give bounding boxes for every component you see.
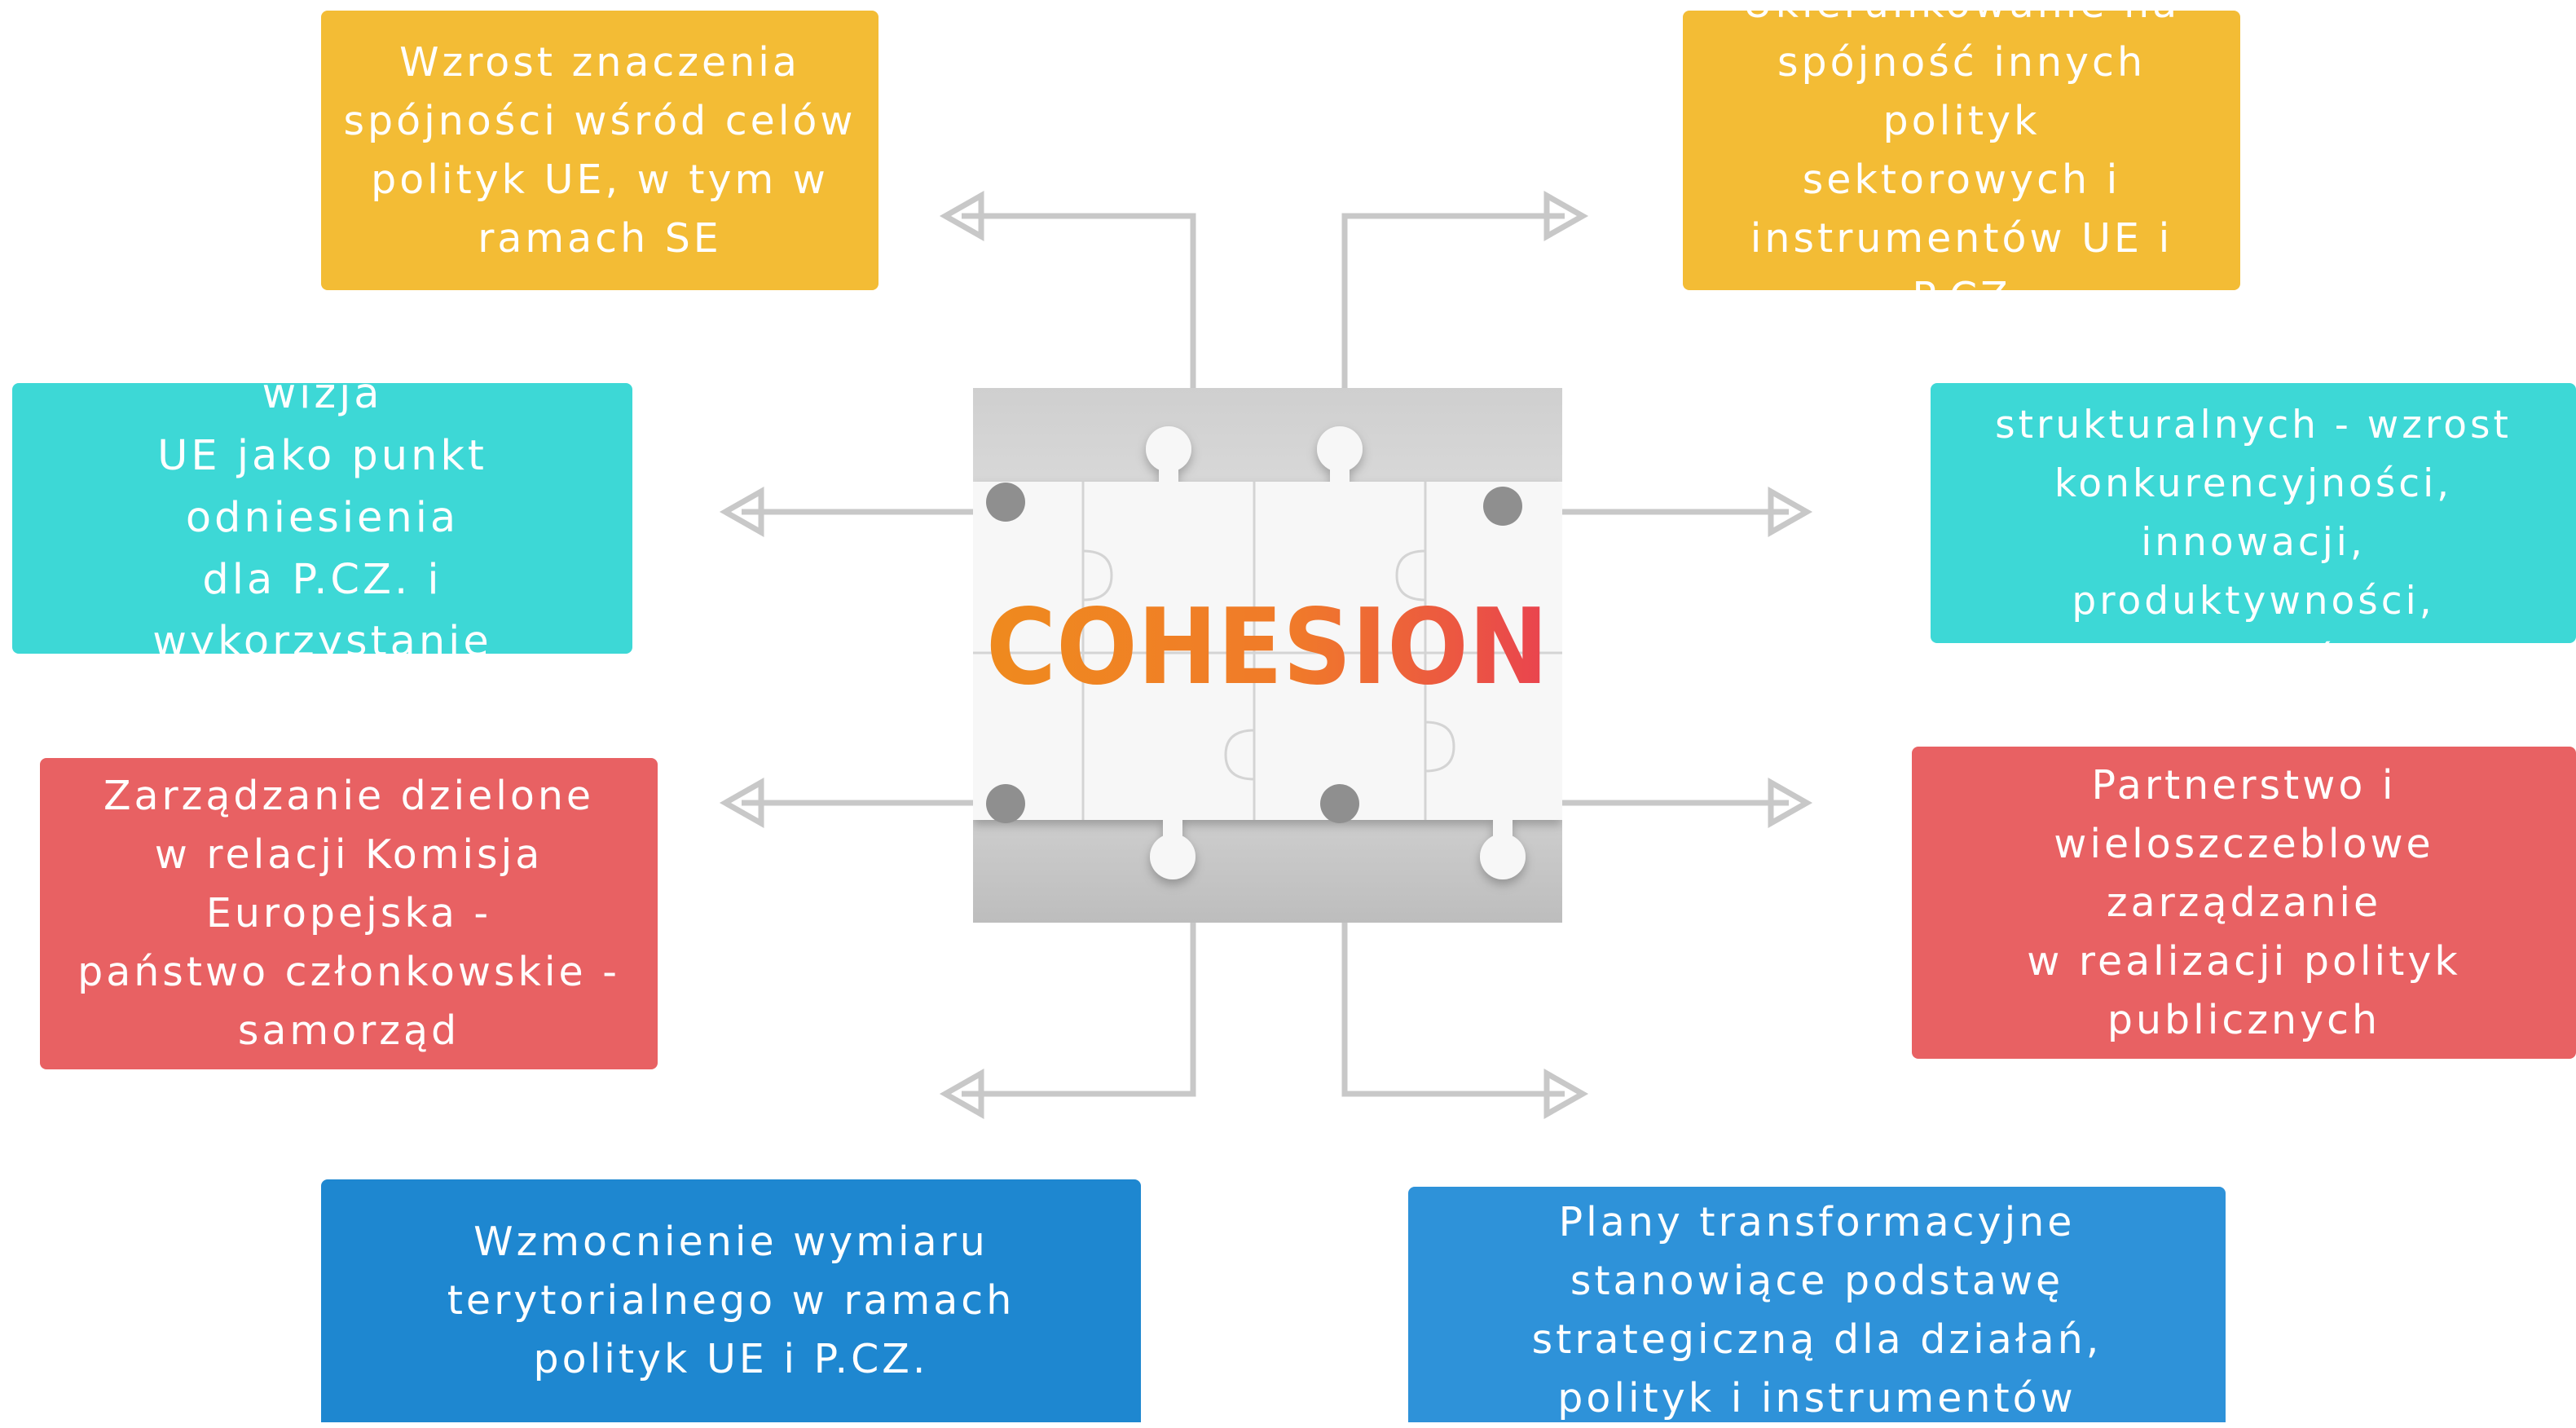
box-low-left: Zarządzanie dzielone w relacji Komisja E… <box>40 758 658 1069</box>
arrow-bottom-right <box>1341 923 1565 1097</box>
box-bottom-left: Wzmocnienie wymiaru terytorialnego w ram… <box>321 1179 1141 1422</box>
puzzle-pieces <box>973 426 1562 879</box>
box-mid-right: PS katalizatorem zmian strukturalnych - … <box>1931 344 2576 682</box>
arrowhead-bottom-right <box>1543 1068 1589 1120</box>
arrowhead-mid-right <box>1768 486 1813 538</box>
arrowhead-low-right <box>1768 777 1813 829</box>
arrow-top-left <box>962 213 1196 388</box>
cohesion-puzzle-image: COHESION <box>973 388 1562 923</box>
box-mid-left: Jednolita strategiczna wizja UE jako pun… <box>12 308 632 728</box>
box-top-right: Ukierunkowanie na spójność innych polity… <box>1683 0 2240 320</box>
arrowhead-bottom-left <box>939 1068 984 1120</box>
arrowhead-low-left <box>719 777 764 829</box>
box-top-left: Wzrost znaczenia spójności wśród celów p… <box>321 11 878 290</box>
arrowhead-mid-left <box>719 486 764 538</box>
arrowhead-top-left <box>939 190 984 242</box>
box-low-right: Partnerstwo i wieloszczeblowe zarządzani… <box>1912 747 2576 1059</box>
arrowhead-top-right <box>1543 190 1589 242</box>
arrow-top-right <box>1341 213 1565 388</box>
arrow-bottom-left <box>962 923 1196 1097</box>
box-bottom-right: Plany transformacyjne stanowiące podstaw… <box>1408 1187 2226 1422</box>
cohesion-word: COHESION <box>986 587 1548 708</box>
